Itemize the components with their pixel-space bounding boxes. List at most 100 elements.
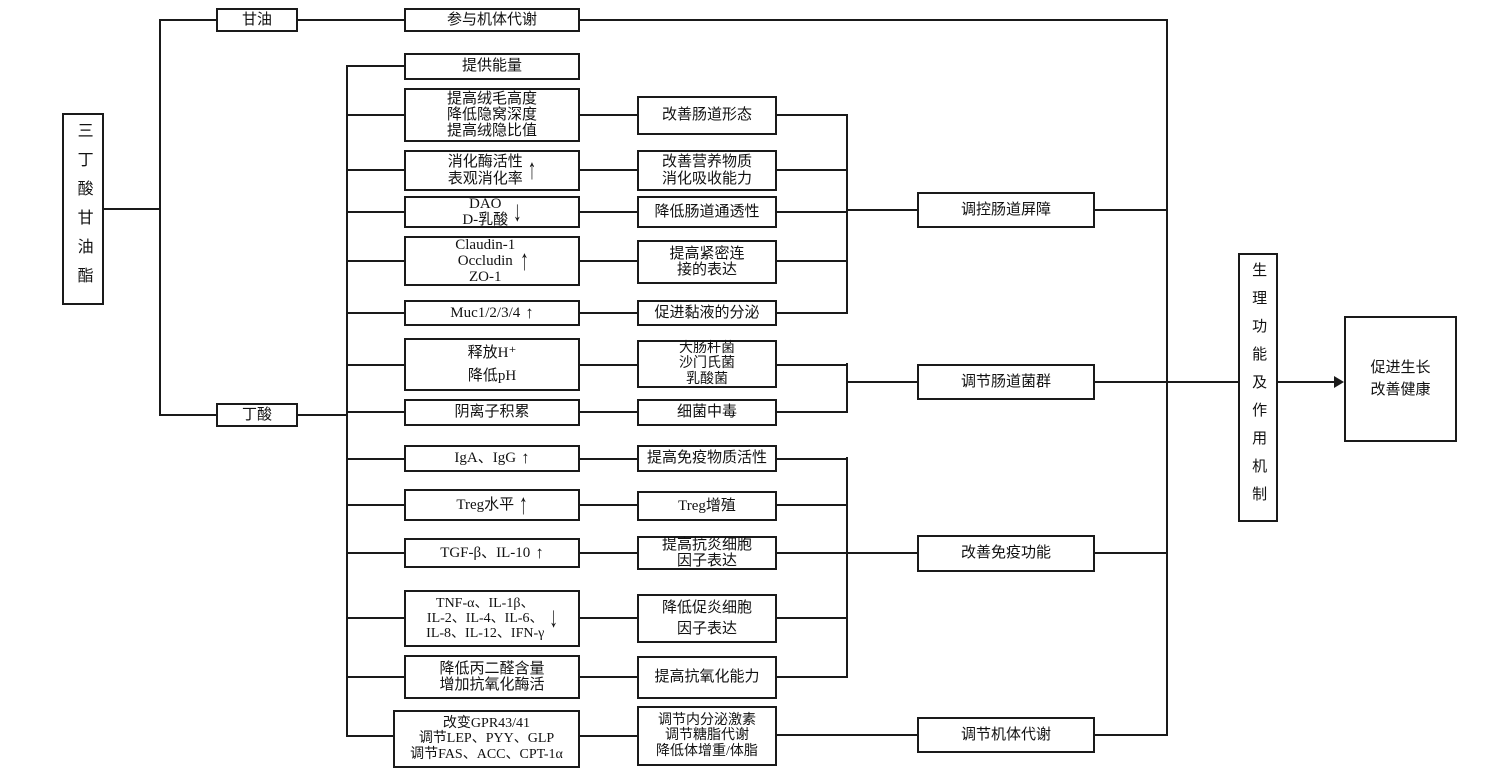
node-label: 表观消化率 <box>447 170 523 187</box>
node-label: 改善营养物质 <box>661 154 752 171</box>
connector-line <box>777 458 847 460</box>
line-to-immunity <box>847 552 917 554</box>
connector-line <box>580 169 637 171</box>
node-label: 改变GPR43/41 <box>442 716 531 732</box>
node-label: 接的表达 <box>676 262 737 278</box>
node-permeability: 降低肠道通透性 <box>637 196 777 228</box>
connector-line <box>580 676 637 678</box>
node-butyrate-label: 丁酸 <box>241 406 272 423</box>
node-label: Muc1/2/3/4 <box>450 304 521 321</box>
line-glycerol-out <box>298 19 404 21</box>
node-label: Occludin <box>457 252 513 269</box>
node-tgf: TGF-β、IL-10 ↑ <box>404 538 580 568</box>
up-arrow-icon: ↑ <box>535 542 544 562</box>
node-label: 提高免疫物质活性 <box>646 450 767 467</box>
line-physiological-to-outcome <box>1277 381 1335 383</box>
connector-line <box>347 458 404 460</box>
node-label: 增加抗氧化酶活 <box>439 677 545 693</box>
node-label: 改善肠道形态 <box>661 107 752 124</box>
connector-line <box>347 114 404 116</box>
node-label: 改善免疫功能 <box>960 545 1051 562</box>
node-enzyme: 消化酶活性 表观消化率 ↑ <box>404 150 580 191</box>
node-root-label: 三丁酸甘油酯 <box>74 122 92 296</box>
connector-line <box>580 617 637 619</box>
node-label: 因子表达 <box>676 553 737 569</box>
node-root: 三丁酸甘油酯 <box>62 113 104 305</box>
connector-line <box>777 552 847 554</box>
node-nutrient: 改善营养物质 消化吸收能力 <box>637 150 777 191</box>
line-to-glycerol <box>160 19 216 21</box>
node-label: 改善健康 <box>1370 382 1431 398</box>
node-label: TNF-α、IL-1β、 <box>436 595 535 611</box>
node-label: IL-8、IL-12、IFN-γ <box>426 626 545 642</box>
node-butyrate: 丁酸 <box>216 403 298 427</box>
connector-line <box>777 260 847 262</box>
connector-line <box>580 312 637 314</box>
connector-line <box>347 364 404 366</box>
node-label: 提高紧密连 <box>669 245 745 262</box>
node-pro-inflammatory: 降低促炎细胞 因子表达 <box>637 594 777 643</box>
connector-line <box>580 114 637 116</box>
connector-line <box>580 411 637 413</box>
node-ph: 释放H⁺ 降低pH <box>404 338 580 391</box>
connector-line <box>580 735 637 737</box>
node-mda: 降低丙二醛含量 增加抗氧化酶活 <box>404 655 580 699</box>
node-tight-junction-expr: 提高紧密连 接的表达 <box>637 240 777 284</box>
node-label: 释放H⁺ <box>467 345 517 362</box>
node-label: TGF-β、IL-10 <box>440 544 531 561</box>
node-label: 调节LEP、PYY、GLP <box>418 731 555 747</box>
node-label: 因子表达 <box>676 620 737 637</box>
node-outcome: 促进生长 改善健康 <box>1344 316 1457 442</box>
node-label: 降低pH <box>467 367 517 384</box>
node-label: 促进生长 <box>1370 359 1431 376</box>
node-label: IL-2、IL-4、IL-6、 <box>426 610 544 626</box>
node-label: DAO <box>468 195 502 212</box>
connector-line <box>580 504 637 506</box>
connector-line <box>580 211 637 213</box>
connector-line <box>347 504 404 506</box>
node-label: 提高抗氧化能力 <box>654 669 760 686</box>
connector-line <box>777 211 847 213</box>
connector-line <box>347 411 404 413</box>
line-to-flora <box>847 381 917 383</box>
node-label: 细菌中毒 <box>676 404 737 421</box>
node-label: 调节内分泌激素 <box>657 713 756 729</box>
connector-line <box>777 411 847 413</box>
node-treg-proliferation: Treg增殖 <box>637 491 777 521</box>
node-label: 调节糖脂代谢 <box>664 728 749 744</box>
line-endocrine-to-metabolism <box>777 734 917 736</box>
branch-vertical-line <box>159 19 161 416</box>
node-label: D-乳酸 <box>462 212 509 228</box>
connector-line <box>777 676 847 678</box>
node-antioxidant: 提高抗氧化能力 <box>637 656 777 699</box>
arrowhead-icon <box>1334 376 1344 388</box>
node-anion: 阴离子积累 <box>404 399 580 426</box>
node-label: Treg水平 <box>456 496 515 513</box>
node-body-metabolism: 调节机体代谢 <box>917 717 1095 753</box>
node-label: 消化酶活性 <box>447 154 523 171</box>
connector-line <box>347 617 404 619</box>
node-dao: DAO D-乳酸 ↓ <box>404 195 580 228</box>
node-bacteria: 大肠杆菌 沙门氏菌 乳酸菌 <box>637 340 777 388</box>
node-label: 提高抗炎细胞 <box>661 536 752 553</box>
node-label: 降低体增重/体脂 <box>656 743 758 759</box>
collector-immunity-line <box>846 457 848 678</box>
up-arrow-icon: ↑ <box>525 302 534 322</box>
butyrate-trunk-line <box>346 65 348 737</box>
node-label: 提高绒隐比值 <box>446 123 537 140</box>
connector-line <box>777 169 847 171</box>
node-label: 降低促炎细胞 <box>661 600 752 617</box>
line-metabolism-to-collector <box>580 19 1167 21</box>
node-label: IgA、IgG <box>454 450 517 467</box>
connector-line <box>347 260 404 262</box>
node-immunity: 改善免疫功能 <box>917 535 1095 572</box>
node-label: 促进黏液的分泌 <box>654 304 760 321</box>
node-metabolism-participation: 参与机体代谢 <box>404 8 580 32</box>
line-root-to-branch <box>104 208 160 210</box>
node-barrier: 调控肠道屏障 <box>917 192 1095 228</box>
node-label: 调控肠道屏障 <box>960 201 1051 218</box>
node-anti-inflammatory: 提高抗炎细胞 因子表达 <box>637 536 777 570</box>
node-glycerol-label: 甘油 <box>241 11 272 28</box>
node-immune-substance: 提高免疫物质活性 <box>637 445 777 472</box>
